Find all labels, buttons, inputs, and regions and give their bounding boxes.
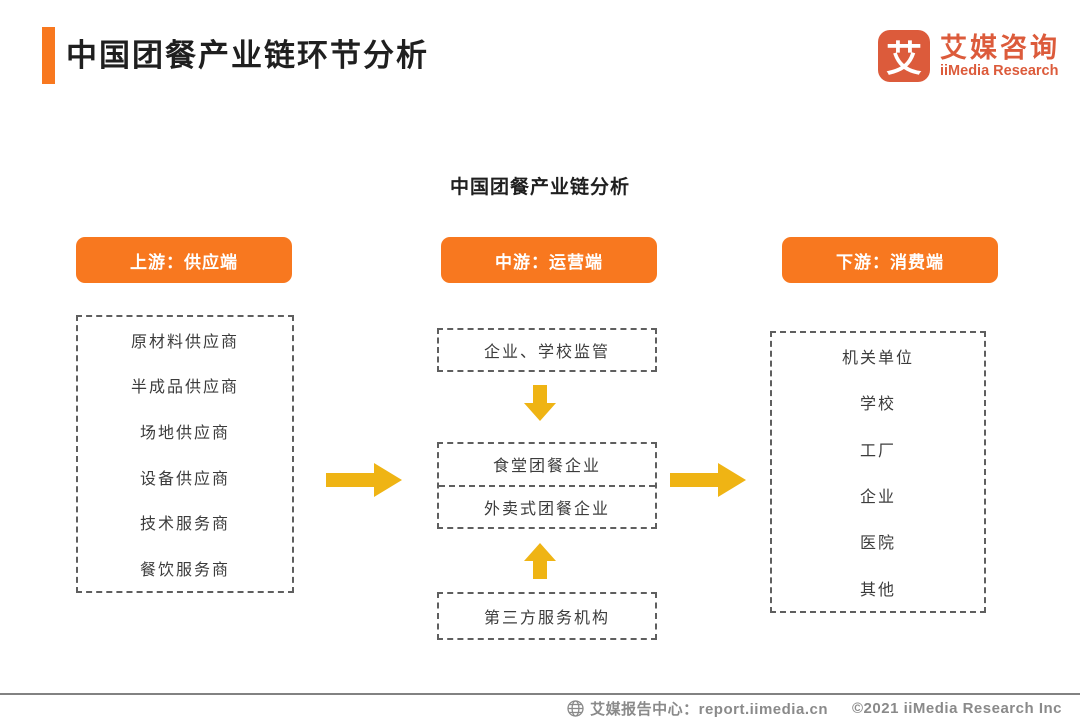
logo-glyph: 艾 (885, 38, 922, 79)
iimedia-logo-icon: 艾 (878, 30, 930, 82)
list-item: 其他 (859, 581, 896, 599)
arrow-up-icon (524, 543, 556, 579)
arrow-right-icon (670, 461, 746, 499)
list-item: 企业 (859, 489, 896, 507)
list-item: 餐饮服务商 (139, 562, 230, 580)
footer: 艾媒报告中心：report.iimedia.cn ©2021 iiMedia R… (567, 698, 1062, 719)
arrow-down-icon (524, 385, 556, 421)
stage-header-midstream: 中游：运营端 (441, 237, 657, 283)
operator-row: 外卖式团餐企业 (439, 484, 655, 528)
globe-icon (567, 700, 584, 717)
list-item: 学校 (859, 396, 896, 414)
regulator-label: 企业、学校监管 (483, 344, 610, 361)
operator-row: 食堂团餐企业 (492, 458, 601, 476)
list-item: 场地供应商 (139, 425, 230, 443)
regulator-box: 企业、学校监管 (437, 328, 657, 372)
footer-report-center: 艾媒报告中心：report.iimedia.cn (590, 701, 828, 718)
upstream-suppliers-box: 原材料供应商 半成品供应商 场地供应商 设备供应商 技术服务商 餐饮服务商 (76, 315, 294, 593)
list-item: 工厂 (859, 442, 896, 460)
list-item: 原材料供应商 (130, 333, 239, 351)
operators-box: 食堂团餐企业 外卖式团餐企业 (437, 442, 657, 529)
list-item: 机关单位 (841, 350, 914, 368)
list-item: 半成品供应商 (130, 379, 239, 397)
stage-header-downstream: 下游：消费端 (782, 237, 998, 283)
title-accent-bar (42, 27, 55, 84)
list-item: 设备供应商 (139, 470, 230, 488)
diagram-title: 中国团餐产业链分析 (449, 177, 630, 198)
footer-divider (0, 693, 1080, 695)
page-title: 中国团餐产业链环节分析 (66, 38, 429, 73)
arrow-right-icon (326, 461, 402, 499)
logo-text: 艾媒咨询 iiMedia Research (940, 33, 1060, 80)
third-party-label: 第三方服务机构 (483, 610, 610, 627)
footer-copyright: ©2021 iiMedia Research Inc (852, 700, 1062, 717)
logo-name-cn: 艾媒咨询 (940, 32, 1060, 63)
iimedia-logo: 艾 艾媒咨询 iiMedia Research (878, 30, 1060, 82)
downstream-consumers-box: 机关单位 学校 工厂 企业 医院 其他 (770, 331, 986, 613)
stage-header-upstream: 上游：供应端 (76, 237, 292, 283)
list-item: 医院 (859, 535, 896, 553)
list-item: 技术服务商 (139, 516, 230, 534)
third-party-box: 第三方服务机构 (437, 592, 657, 640)
logo-name-en: iiMedia Research (940, 62, 1059, 79)
